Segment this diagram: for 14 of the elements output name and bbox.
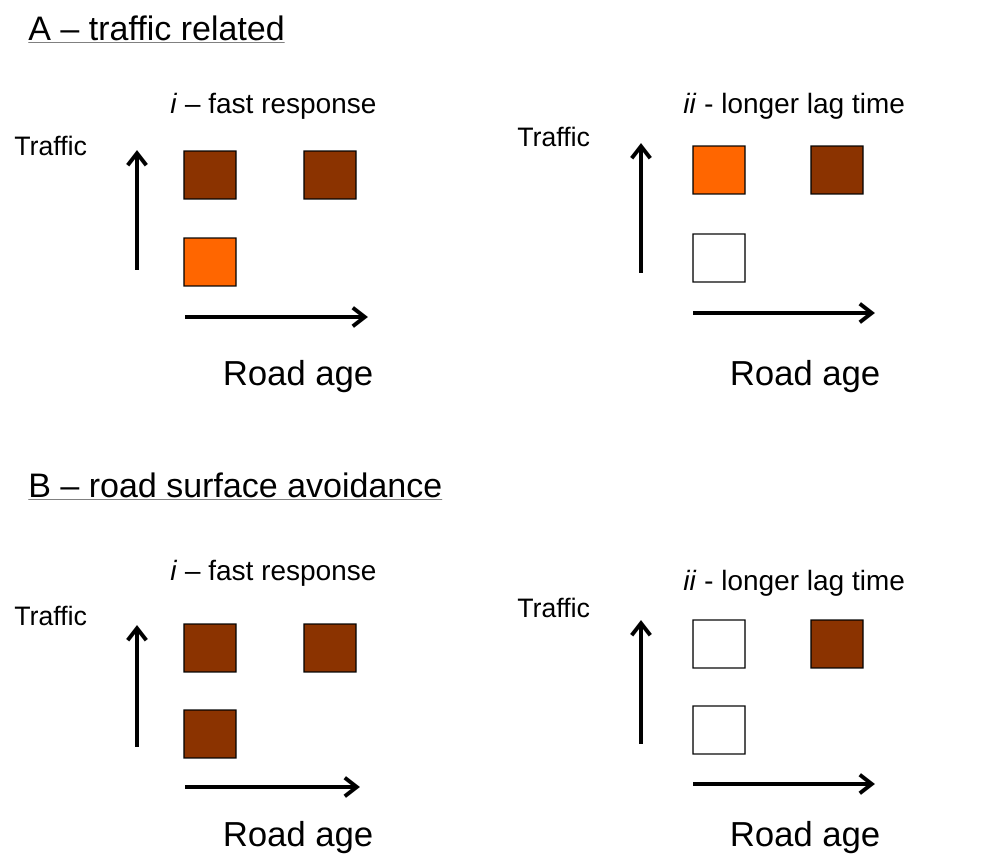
axis-label: Road age bbox=[226, 820, 372, 854]
axis-label: Traffic bbox=[518, 126, 590, 146]
panel-heading: ii - longer lag time bbox=[684, 570, 904, 596]
panel-heading: i – fast response bbox=[170, 560, 376, 586]
axis-label: Road age bbox=[732, 360, 879, 392]
axis-label: Traffic bbox=[14, 136, 86, 156]
section-title: A – traffic related bbox=[28, 15, 285, 42]
section-title: B – road surface avoidance bbox=[28, 472, 442, 500]
axis-label: Traffic bbox=[14, 606, 86, 626]
panel-heading: i – fast response bbox=[170, 92, 376, 119]
axis-label: Road age bbox=[226, 360, 372, 392]
axis-label: Road age bbox=[732, 820, 879, 854]
panel-heading: ii - longer lag time bbox=[684, 92, 904, 119]
axis-label: Traffic bbox=[518, 598, 590, 618]
